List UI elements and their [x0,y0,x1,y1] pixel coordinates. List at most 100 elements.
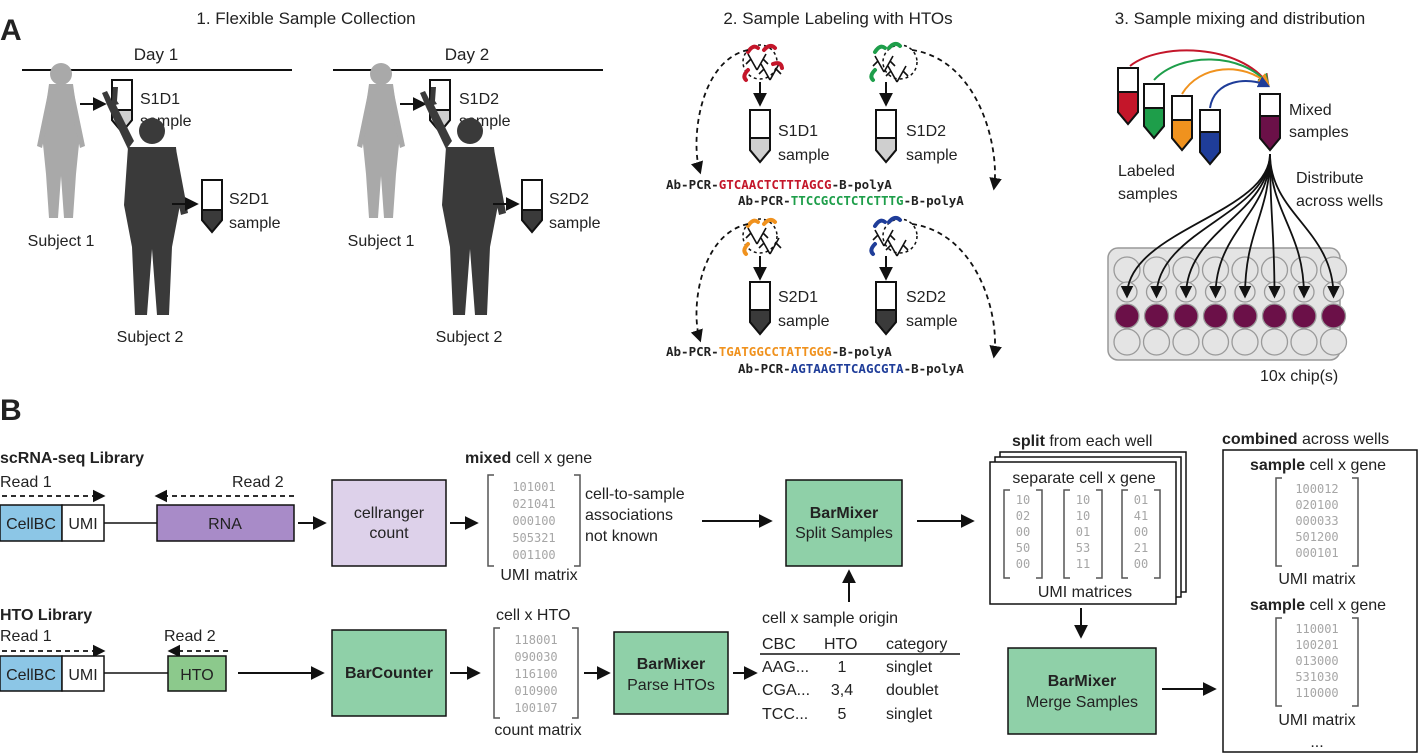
origin-cell: doublet [886,682,939,699]
split-card-front [989,461,1177,605]
s2d2-label-2: S2D2 [906,289,946,306]
subject1-label-day1: Subject 1 [28,233,95,250]
tube-mixed [1259,93,1281,152]
cellranger-count: count [369,525,409,542]
distribute-arrow [1238,153,1271,299]
hto-seq-4: Ab-PCR-AGTAAGTTCAGCGTA-B-polyA [738,361,964,376]
combined-caption-1: UMI matrix [1278,571,1355,588]
hto-matrix-row: 116100 [514,667,557,681]
origin-table: CBC HTO category AAG... 1 singlet CGA...… [760,636,960,723]
day2-label: Day 2 [445,45,489,64]
split-matrix-row: 10 [1076,493,1090,507]
combined-matrix-row: 110000 [1295,686,1338,700]
distribute-arrows [1120,153,1340,299]
tube-labeled-red [1117,67,1139,126]
chip-well [1172,328,1200,356]
s2d1-sample-2: sample [778,313,830,330]
combined-title: combined across wells [1222,431,1389,448]
chip-well-filled [1114,303,1140,329]
barmixer-merge-title: BarMixer [1048,673,1116,690]
mixed-label-2: samples [1289,124,1349,141]
s1d1-label-2: S1D1 [778,123,818,140]
chip-well [1142,328,1171,356]
sample-title-2: sample cell x gene [1250,597,1386,614]
distribute-label: Distribute [1296,170,1364,187]
hto-matrix-row: 010900 [514,684,557,698]
split-matrix-row: 01 [1134,493,1148,507]
mixed-label: Mixed [1289,102,1332,119]
split-matrix-row: 11 [1076,557,1090,571]
origin-cell: 3,4 [831,682,853,699]
tube-s1d1-labeled [749,109,771,164]
tube-s2d2-labeled [875,281,897,336]
s2d2-sample: sample [549,215,601,232]
barmixer-merge-sub: Merge Samples [1026,694,1138,711]
combined-ellipsis: ... [1310,734,1323,751]
origin-title: cell x sample origin [762,610,898,627]
combined-caption-2: UMI matrix [1278,712,1355,729]
barmixer-merge-box [1007,647,1157,735]
hto-antibody-orange [742,217,782,256]
scrna-title: scRNA-seq Library [0,450,144,467]
chip-well-filled [1202,303,1229,329]
distribute-arrow [1209,153,1271,299]
hto-umi-label: UMI [68,667,97,684]
hto-antibody-blue [869,215,918,257]
chip-well [1260,328,1289,356]
split-matrix-row: 50 [1016,541,1030,555]
assoc-line1: cell-to-sample [585,486,685,503]
separate-title: separate cell x gene [1012,470,1155,487]
combined-matrix-row: 020100 [1295,498,1338,512]
barmixer-parse-sub: Parse HTOs [627,677,715,694]
hto-segment-label: HTO [180,667,213,684]
s1d2-label-2: S1D2 [906,123,946,140]
mixed-matrix-row: 021041 [512,497,555,511]
chip-well-filled [1173,303,1199,329]
assoc-line2: associations [585,507,673,524]
s2d2-label: S2D2 [549,191,589,208]
dashed-arrow-blue [911,223,1002,359]
subject1-label-day2: Subject 1 [348,233,415,250]
tube-s1d2-labeled [875,109,897,164]
chip-well [1113,328,1141,356]
hto-antibody-green [869,41,918,83]
barmixer-parse-box [613,631,729,715]
combined-matrix-2: 110001 100201 013000 531030 110000 [1275,617,1359,707]
distribute-arrow [1179,153,1271,299]
cellbc-label: CellBC [6,516,56,533]
combined-matrix-row: 100012 [1295,482,1338,496]
hto-cellbc-label: CellBC [6,667,56,684]
chip-well-filled [1143,303,1170,329]
split-matrix-3: 01 41 00 21 00 [1121,489,1161,579]
chip-well [1231,328,1259,356]
split-matrix-row: 00 [1134,557,1148,571]
cellxhto-title: cell x HTO [496,607,570,624]
split-caption: UMI matrices [1038,584,1132,601]
origin-cell: AAG... [762,659,809,676]
chip-well-filled [1261,303,1288,329]
arrow-mix-red [1129,49,1270,86]
mixed-matrix: 101001 021041 000100 505321 001100 [487,474,581,567]
hto-matrix: 118001 090030 116100 010900 100107 [493,627,579,719]
subject1-figure-day2 [357,63,405,218]
hto-read2-label: Read 2 [164,628,216,645]
chip-well [1319,328,1348,356]
split-matrix-row: 53 [1076,541,1090,555]
split-matrix-row: 02 [1016,509,1030,523]
umi-label: UMI [68,516,97,533]
split-matrix-row: 41 [1134,509,1148,523]
distribute-arrow [1120,153,1271,299]
section2-title: 2. Sample Labeling with HTOs [723,9,952,28]
distribute-arrow [1150,153,1271,299]
chip-well [1201,256,1230,284]
labeled-label-2: samples [1118,186,1178,203]
tube-s2d1 [201,179,223,234]
split-matrix-row: 10 [1076,509,1090,523]
barmixer-split-sub: Split Samples [795,525,893,542]
hto-seq-1: Ab-PCR-GTCAACTCTTTAGCG-B-polyA [666,177,892,192]
hto-antibody-red [742,43,784,82]
tube-labeled-orange [1171,95,1193,152]
tube-s2d2 [521,179,543,234]
distribute-arrow [1269,153,1340,299]
read1-label: Read 1 [0,474,52,491]
